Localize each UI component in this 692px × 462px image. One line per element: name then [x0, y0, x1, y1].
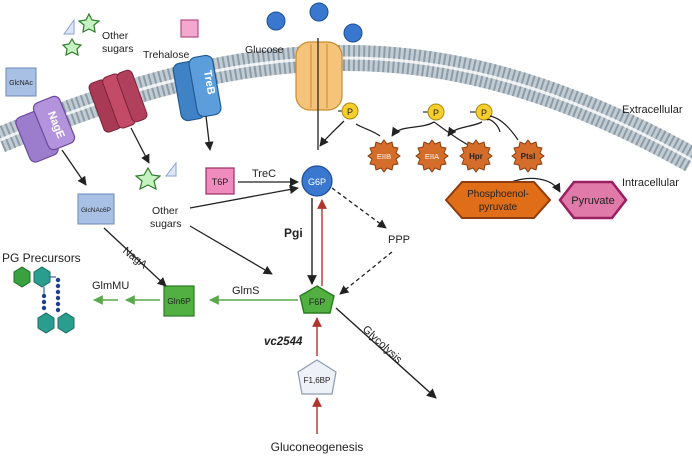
star-icon	[77, 12, 101, 34]
eiib-protein: EIIB	[367, 139, 401, 173]
hexagon-icon	[37, 312, 55, 334]
other-sugars-top-label-1: Other	[102, 30, 129, 42]
circle-icon	[343, 23, 363, 43]
t6p-label: T6P	[212, 177, 229, 187]
f6p-to-glycolysis-arrow	[335, 307, 437, 399]
hpr-protein: Hpr	[459, 139, 493, 173]
phosphoryl-transfer-arrow	[319, 120, 345, 147]
hpr-label: Hpr	[469, 152, 483, 161]
pep-label-1: Phosphoenol-	[467, 189, 529, 200]
glmu-label: GlmMU	[92, 280, 129, 292]
treb-transporter: TreB	[172, 54, 222, 122]
phosphate-group: P P P	[338, 102, 493, 121]
glcnac-box	[5, 67, 37, 97]
glcnac6p-label: GlcNAc6P	[81, 207, 111, 214]
sugar-porin	[88, 69, 148, 133]
phosphate-label: P	[433, 108, 439, 118]
starburst-icon	[459, 139, 493, 173]
circle-icon	[266, 11, 286, 31]
f16bp-label: F1,6BP	[304, 376, 331, 385]
phosphoryl-transfer-arrow	[355, 123, 381, 137]
g6p-node	[301, 165, 333, 197]
other-sugars-mid-label-1: Other	[152, 205, 179, 217]
nage-transporter: NagE	[15, 95, 76, 163]
extracellular-label: Extracellular	[622, 104, 683, 116]
star-icon	[61, 37, 83, 57]
glcnac6p-box	[77, 193, 115, 225]
hexagon-icon	[13, 266, 31, 288]
pep-node: Phosphoenol- pyruvate	[444, 181, 552, 219]
ptsi-label: PtsI	[521, 152, 536, 161]
eiia-protein: EIIA	[415, 139, 449, 173]
pg-precursor-structure	[13, 266, 75, 334]
f16bp-node	[297, 359, 337, 395]
glucose-pts-channel	[295, 38, 343, 150]
gluconeogenesis-label: Gluconeogenesis	[271, 440, 364, 454]
glms-label: GlmS	[232, 285, 260, 297]
starburst-icon	[415, 139, 449, 173]
gln6p-box	[163, 285, 195, 317]
glcnac-label: GlcNAc	[9, 80, 33, 87]
gln6p-label: Gln6P	[167, 296, 191, 306]
naga-label: NagA	[120, 245, 150, 272]
glycolysis-label: Glycolysis	[360, 323, 405, 366]
phosphoryl-transfer-arrow	[433, 121, 471, 147]
starburst-icon	[367, 139, 401, 173]
phosphoryl-transfer-arrow	[391, 121, 435, 137]
trehalose-label: Trehalose	[143, 49, 189, 61]
porin-to-sugars-arrow	[130, 127, 150, 164]
sugars-to-g6p-arrow	[189, 185, 299, 209]
ppp-label: PPP	[388, 234, 410, 246]
f6p-node	[299, 285, 335, 314]
hexagon-icon	[444, 181, 552, 219]
treb-to-t6p-arrow	[204, 115, 214, 151]
other-sugars-mid-label-2: sugars	[150, 218, 182, 230]
pyruvate-label: Pyruvate	[571, 195, 614, 207]
nage-to-glcnac6p-arrow	[61, 149, 87, 186]
square-icon	[180, 19, 199, 38]
f6p-label: F6P	[309, 297, 326, 307]
pep-label-2: pyruvate	[479, 202, 518, 213]
phosphate-icon	[427, 103, 445, 121]
hexagon-icon	[558, 180, 628, 220]
sugars-to-f6p-arrow	[189, 225, 273, 275]
t6p-box	[205, 167, 235, 195]
hexagon-icon	[33, 266, 51, 288]
phosphoryl-transfer-arrow	[489, 115, 519, 141]
eiia-label: EIIA	[425, 152, 439, 161]
pgi-label: Pgi	[284, 226, 303, 240]
g6p-label: G6P	[308, 177, 326, 187]
intracellular-label: Intracellular	[622, 177, 679, 189]
phosphate-label: P	[481, 108, 487, 118]
phosphate-icon	[475, 103, 493, 121]
treb-label: TreB	[201, 69, 217, 95]
triangle-icon	[164, 161, 177, 177]
ptsi-protein: PtsI	[511, 139, 545, 173]
phosphoryl-transfer-arrow	[486, 119, 501, 133]
phosphate-label: P	[347, 107, 353, 117]
circle-icon	[309, 2, 329, 22]
other-sugars-top-label-2: sugars	[102, 43, 134, 55]
star-icon	[134, 166, 162, 191]
phosphate-icon	[341, 102, 359, 120]
glucose-label: Glucose	[245, 44, 284, 56]
ppp-to-f6p-arrow	[339, 251, 393, 295]
pg-precursors-label: PG Precursors	[2, 251, 81, 265]
trec-label: TreC	[252, 168, 276, 180]
g6p-to-ppp-arrow	[331, 187, 387, 229]
eiib-label: EIIB	[377, 152, 391, 161]
hexagon-icon	[57, 312, 75, 334]
triangle-icon	[63, 18, 75, 35]
pyruvate-node: Pyruvate	[558, 180, 628, 220]
vc2544-label: vc2544	[264, 336, 303, 348]
phosphoryl-transfer-arrow	[447, 121, 483, 137]
starburst-icon	[511, 139, 545, 173]
glcnac6p-to-gln6p-arrow	[103, 227, 167, 287]
